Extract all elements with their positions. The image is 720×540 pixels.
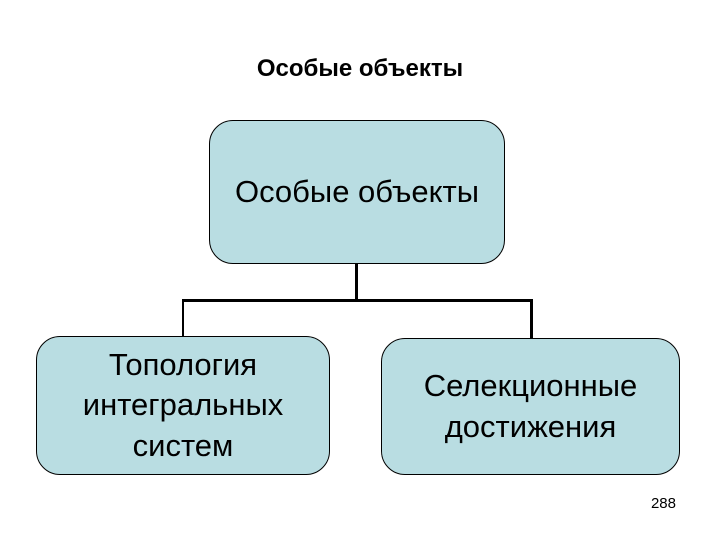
diagram-node-topology-label: Топология интегральных систем — [82, 347, 284, 463]
diagram-node-selection: Селекционные достижения — [381, 338, 680, 475]
diagram-node-root-label: Особые объекты — [234, 173, 480, 209]
diagram-node-selection-label: Селекционные достижения — [423, 368, 638, 444]
connector-stem — [355, 263, 358, 301]
connector-horizontal-bar — [181, 299, 533, 302]
connector-right-drop — [530, 299, 533, 339]
page-number: 288 — [650, 495, 676, 512]
diagram-node-root: Особые объекты — [209, 120, 505, 264]
connector-left-drop — [181, 299, 184, 337]
slide-title: Особые объекты — [256, 55, 464, 82]
diagram-node-topology: Топология интегральных систем — [36, 336, 330, 475]
